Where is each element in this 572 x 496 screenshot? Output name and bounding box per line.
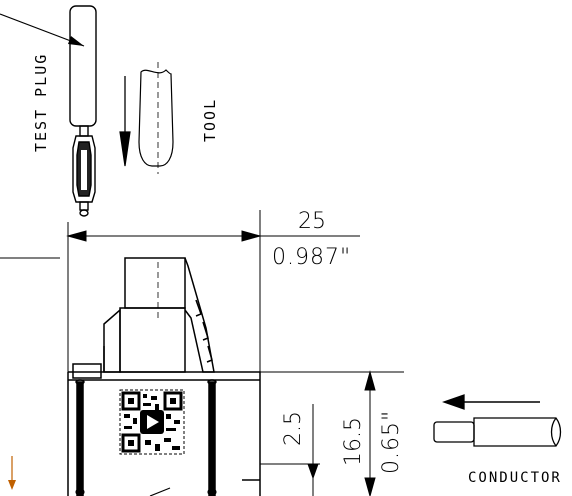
test-plug-leader [0,13,85,47]
tool-label: TOOL [201,98,219,142]
conductor-label: CONDUCTOR [468,470,562,486]
small-dim-text: 2.5 [281,411,306,446]
height-mm-text: 16.5 [341,417,366,466]
qr-code [119,389,185,455]
orange-arrow [8,456,16,490]
terminal-block [67,257,261,496]
width-in-text: 0.987" [272,245,351,270]
tool [119,62,174,174]
conductor [433,394,562,447]
height-dimension [260,370,404,496]
height-in-text: 0.65" [379,410,404,474]
width-mm-text: 25 [298,209,326,234]
test-plug [69,5,97,217]
width-dimension [66,210,360,496]
test-plug-label: TEST PLUG [32,53,50,152]
bottom-marks [75,487,217,496]
